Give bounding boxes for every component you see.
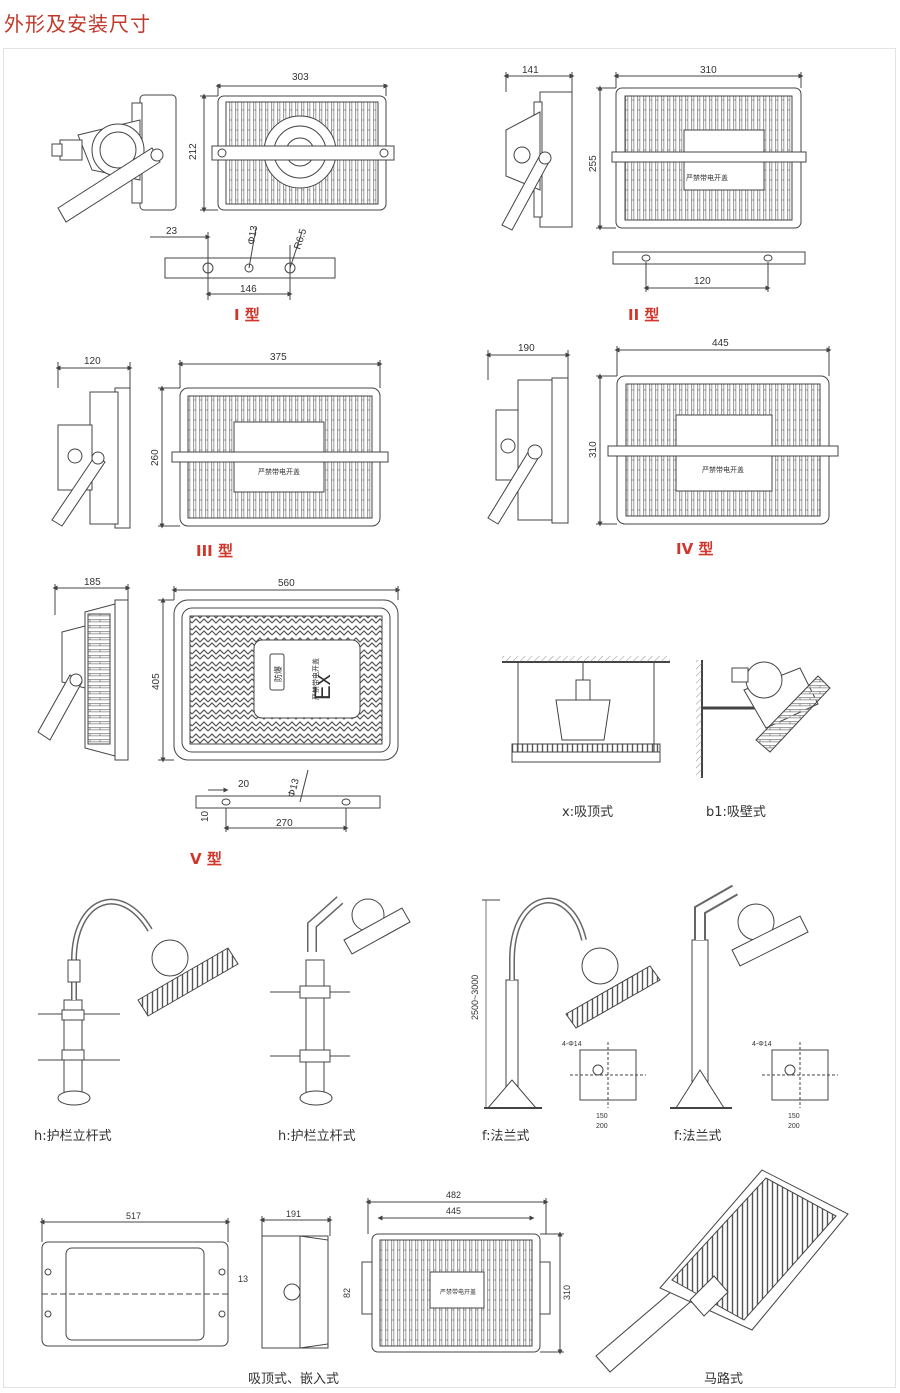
t3-dim-375: 375: [270, 352, 287, 363]
t5-dim-270: 270: [276, 818, 293, 829]
t1-dim-height: 212: [188, 143, 199, 160]
bottom-dim-82: 82: [342, 1288, 352, 1298]
bottom-dim-191: 191: [286, 1209, 301, 1219]
t5-badge: 防爆: [273, 666, 283, 682]
type2-side-view: [501, 72, 575, 231]
t4-plate-label: 严禁带电开盖: [702, 465, 744, 474]
t4-dim-190: 190: [518, 343, 535, 354]
caption-type5: V 型: [190, 850, 222, 868]
bottom-dim-482: 482: [446, 1190, 461, 1200]
type4-front-view: [596, 346, 839, 527]
t3-dim-260: 260: [150, 449, 161, 466]
t1-dim-146: 146: [240, 284, 257, 295]
type5-mount-plate: [195, 769, 381, 832]
type1-side-view: [51, 94, 177, 223]
t2-dim-310: 310: [700, 65, 717, 76]
t3-dim-120: 120: [84, 356, 101, 367]
t4-dim-445: 445: [712, 338, 729, 349]
pole-height-dim: 2500~3000: [470, 975, 480, 1020]
caption-type1: I 型: [234, 306, 260, 324]
caption-mount-f1: f:法兰式: [482, 1129, 530, 1144]
type3-front-view: [158, 360, 389, 529]
t1-dim-r65: R6.5: [292, 227, 309, 251]
type3-side-view: [51, 362, 133, 529]
caption-type3: III 型: [196, 542, 233, 560]
recessed-side-view: [259, 1216, 333, 1349]
type4-side-view: [485, 350, 571, 525]
type1-front-view: [200, 83, 395, 213]
flange2-dim-200: 200: [788, 1123, 800, 1130]
t3-plate-label: 严禁带电开盖: [258, 467, 300, 476]
t4-dim-310: 310: [588, 441, 599, 458]
mount-guardrail-2-drawing: [270, 896, 411, 1106]
t5-dim-405: 405: [151, 673, 162, 690]
bottom-dim-310: 310: [562, 1285, 572, 1300]
road-mount-drawing: [595, 1169, 849, 1373]
t5-ex-mark: Ex: [310, 674, 335, 700]
t1-dim-phi13: Φ13: [246, 224, 260, 245]
caption-ceiling-recessed: 吸顶式、嵌入式: [248, 1372, 340, 1387]
t2-plate-label: 严禁带电开盖: [686, 173, 728, 182]
mount-ceiling-drawing: [502, 656, 670, 763]
t1-dim-23: 23: [166, 226, 178, 237]
caption-mount-f2: f:法兰式: [674, 1129, 722, 1144]
t5-dim-phi13: Φ13: [286, 777, 302, 799]
recessed-front-view: [39, 1218, 231, 1347]
type5-front-view: [158, 586, 401, 763]
page-title: 外形及安装尺寸: [4, 12, 151, 36]
flange2-dim-150: 150: [788, 1113, 800, 1120]
recessed-top-view: [361, 1198, 564, 1355]
mount-flange-1-drawing: [482, 897, 661, 1109]
t1-dim-width: 303: [292, 72, 309, 83]
caption-mount-b1: b1:吸壁式: [706, 805, 766, 820]
caption-road: 马路式: [704, 1372, 744, 1387]
type2-mount-plate: [612, 251, 806, 292]
bottom-dim-445: 445: [446, 1206, 461, 1216]
t2-dim-141: 141: [522, 65, 539, 76]
t2-dim-255: 255: [588, 155, 599, 172]
t5-dim-10: 10: [200, 810, 211, 822]
mount-flange-2-drawing: [670, 884, 838, 1109]
t5-plate-label: 严禁带电开盖: [311, 658, 320, 700]
t5-dim-185: 185: [84, 577, 101, 588]
bottom-plate-label: 严禁带电开盖: [440, 1288, 476, 1296]
t5-dim-560: 560: [278, 578, 295, 589]
caption-mount-h1: h:护栏立杆式: [34, 1129, 112, 1144]
flange1-hole-dim: 4-Φ14: [562, 1041, 582, 1048]
flange1-dim-150: 150: [596, 1113, 608, 1120]
t2-dim-120: 120: [694, 276, 711, 287]
caption-type2: II 型: [628, 306, 660, 324]
bottom-dim-13: 13: [238, 1274, 248, 1284]
caption-mount-h2: h:护栏立杆式: [278, 1129, 356, 1144]
caption-type4: IV 型: [676, 540, 714, 558]
bottom-dim-517: 517: [126, 1211, 141, 1221]
mount-guardrail-1-drawing: [38, 898, 239, 1106]
type5-side-view: [37, 584, 131, 761]
caption-mount-x: x:吸顶式: [562, 805, 614, 820]
t5-dim-20: 20: [238, 779, 250, 790]
content-frame: [3, 48, 896, 1388]
flange2-hole-dim: 4-Φ14: [752, 1041, 772, 1048]
flange1-dim-200: 200: [596, 1123, 608, 1130]
mount-wall-drawing: [696, 660, 831, 778]
type1-mount-plate: [150, 227, 336, 300]
type2-front-view: [596, 72, 807, 231]
